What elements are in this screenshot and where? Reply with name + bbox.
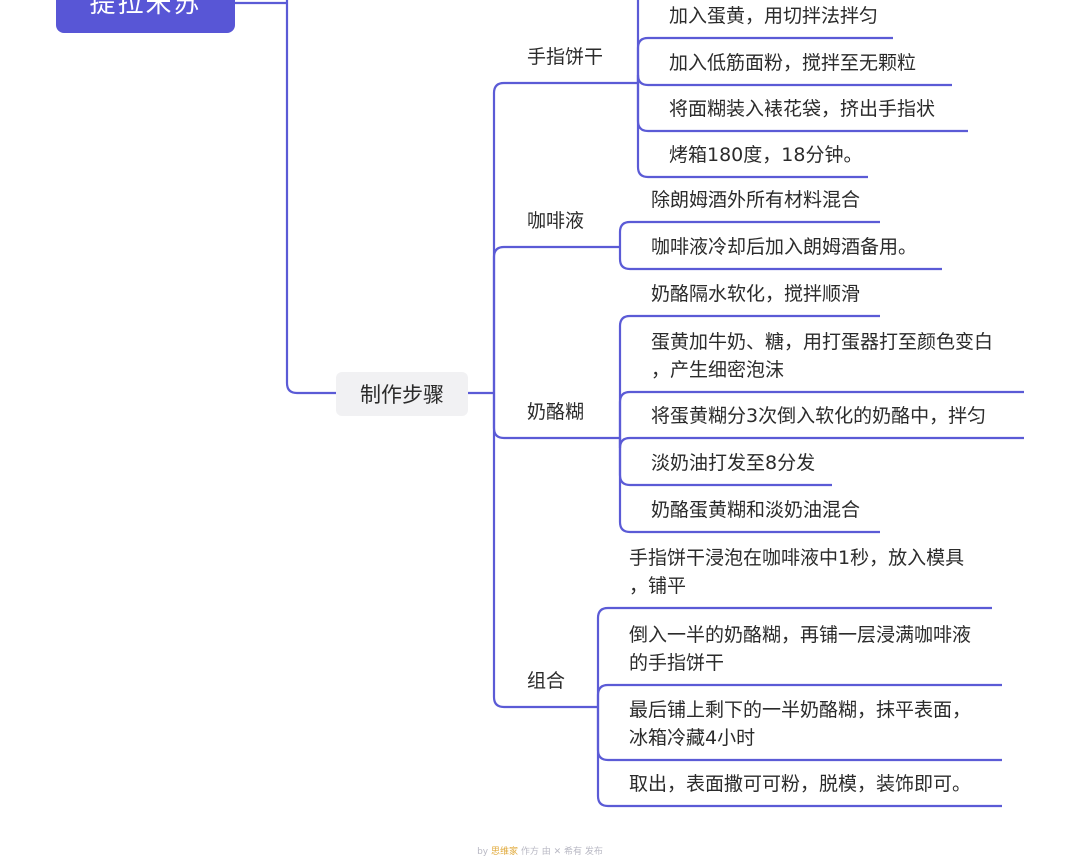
item-connector — [596, 606, 992, 707]
main-node-steps[interactable]: 制作步骤 — [336, 372, 468, 416]
branch-connector — [492, 245, 620, 393]
item-connector — [618, 247, 942, 271]
branch-connector — [492, 81, 638, 393]
item-connector — [596, 683, 1002, 707]
step-item[interactable]: 取出，表面撒可可粉，脱模，装饰即可。 — [629, 773, 972, 795]
item-connector — [636, 83, 868, 179]
footer-credit: by 思维家 作方 由 ✕ 希有 发布 — [477, 847, 603, 857]
step-item[interactable]: 倒入一半的奶酪糊，再铺一层浸满咖啡液的手指饼干 — [629, 624, 972, 674]
step-item[interactable]: 除朗姆酒外所有材料混合 — [651, 189, 861, 211]
step-item[interactable]: 将蛋黄糊分3次倒入软化的奶酪中，拌匀 — [651, 405, 987, 427]
step-item[interactable]: 将面糊装入裱花袋，挤出手指状 — [669, 98, 936, 120]
root-node[interactable]: 提拉米苏 — [56, 0, 235, 33]
item-connector — [618, 390, 1024, 438]
step-item[interactable]: 手指饼干浸泡在咖啡液中1秒，放入模具，铺平 — [629, 547, 965, 597]
step-item[interactable]: 蛋黄加牛奶、糖，用打蛋器打至颜色变白，产生细密泡沫 — [651, 331, 994, 381]
step-item[interactable]: 最后铺上剩下的一半奶酪糊，抹平表面，冰箱冷藏4小时 — [629, 699, 972, 749]
branch-label[interactable]: 咖啡液 — [527, 210, 585, 232]
item-connector — [636, 36, 893, 83]
branch-label[interactable]: 奶酪糊 — [527, 401, 585, 423]
root-to-main-connector — [285, 0, 336, 395]
step-item[interactable]: 奶酪隔水软化，搅拌顺滑 — [651, 283, 861, 305]
step-item[interactable]: 加入蛋黄，用切拌法拌匀 — [669, 5, 879, 27]
step-item[interactable]: 咖啡液冷却后加入朗姆酒备用。 — [651, 236, 918, 258]
step-item[interactable]: 淡奶油打发至8分发 — [651, 452, 816, 474]
item-connector — [618, 314, 880, 438]
item-connector — [636, 74, 952, 87]
item-connector — [618, 436, 1024, 449]
item-connector — [618, 438, 880, 534]
step-item[interactable]: 奶酪蛋黄糊和淡奶油混合 — [651, 499, 861, 521]
step-item[interactable]: 加入低筋面粉，搅拌至无颗粒 — [669, 52, 917, 74]
branch-label[interactable]: 组合 — [527, 670, 566, 692]
branch-label[interactable]: 手指饼干 — [527, 46, 604, 68]
step-item[interactable]: 烤箱180度，18分钟。 — [669, 144, 863, 166]
item-connector — [618, 220, 880, 247]
item-connector — [596, 707, 1002, 808]
branch-connector — [492, 393, 598, 709]
